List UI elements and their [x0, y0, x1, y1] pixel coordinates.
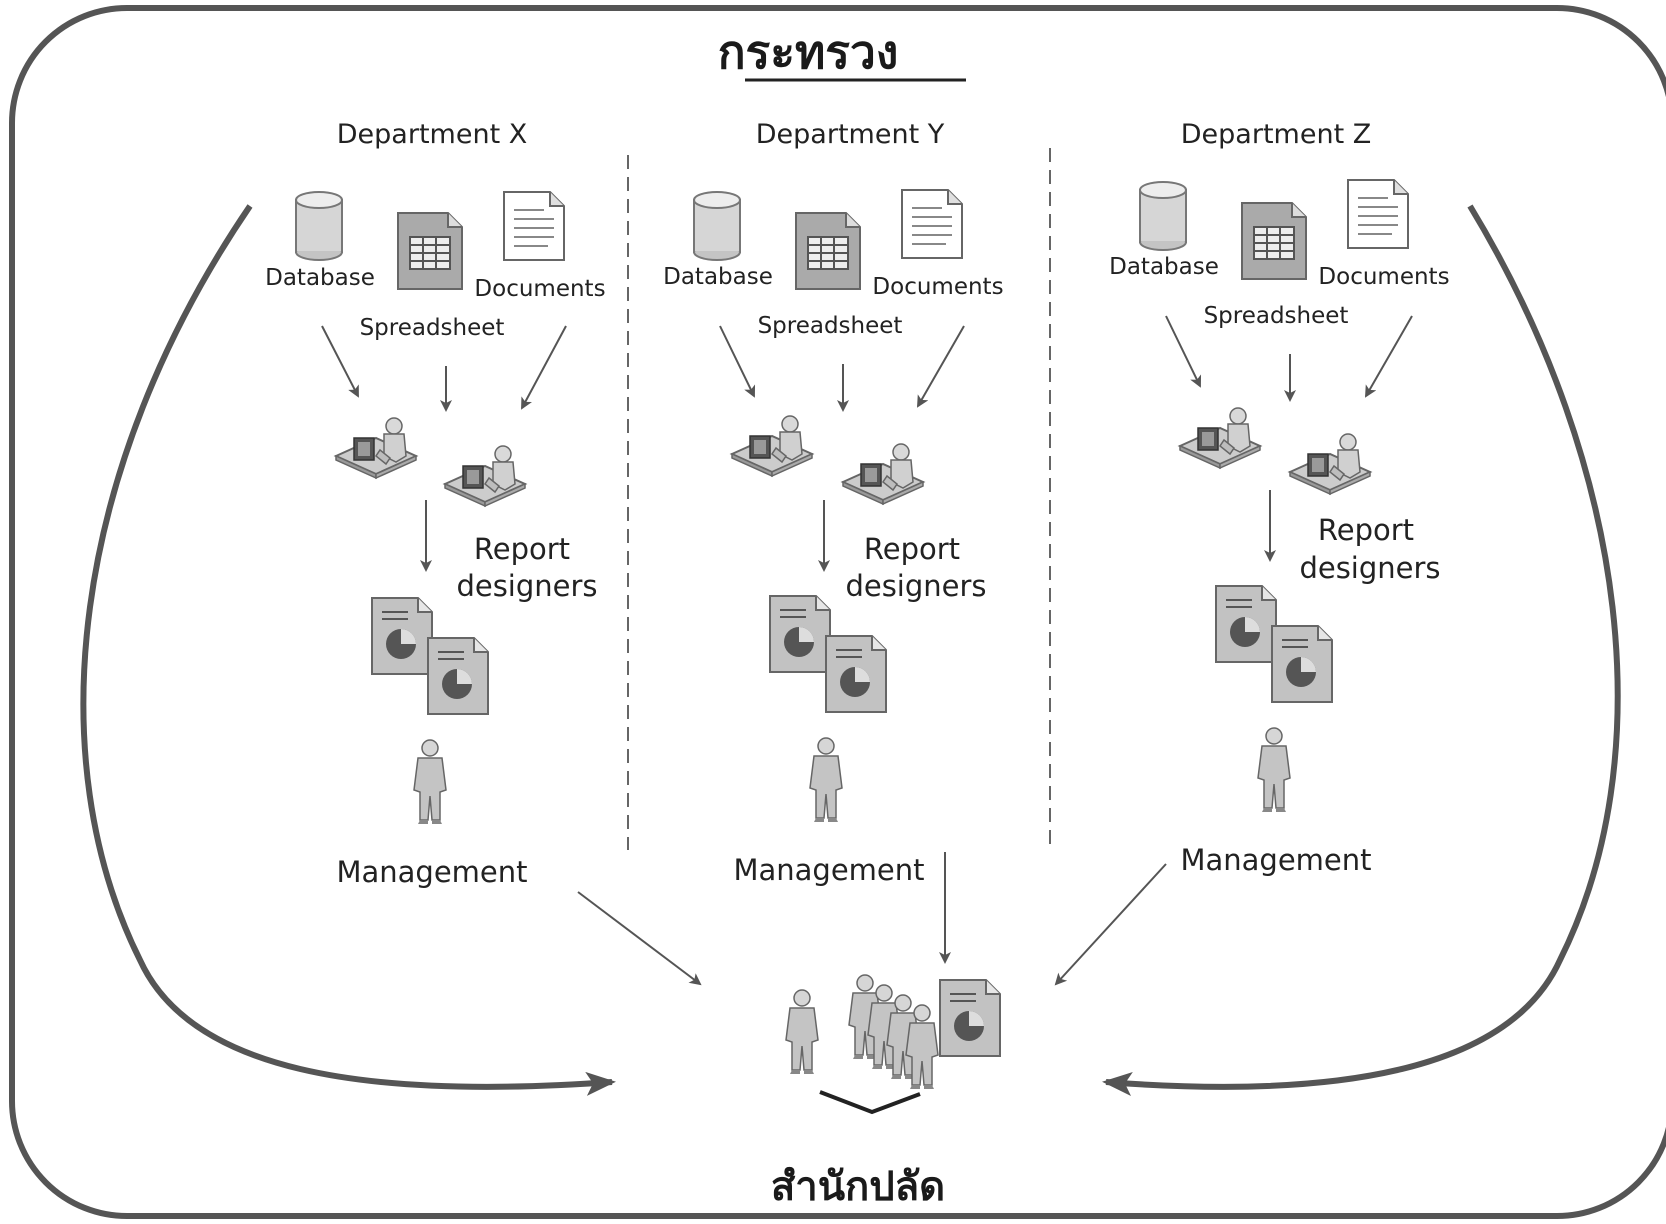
- arrow: [577, 891, 702, 986]
- documents-label: Documents: [1318, 264, 1449, 290]
- arrow: [917, 325, 965, 408]
- report-icon: [371, 597, 433, 675]
- arrow: [521, 325, 567, 410]
- documents-label: Documents: [872, 274, 1003, 300]
- department-title: Department Z: [1181, 119, 1371, 150]
- report-designers-label: Report: [1318, 513, 1414, 547]
- title: กระทรวง: [718, 25, 899, 79]
- workstation-user-icon: [842, 443, 924, 505]
- workstation-user-icon: [731, 415, 813, 477]
- spreadsheet-icon: [397, 212, 463, 290]
- footer-label: สำนักปลัด: [771, 1164, 945, 1210]
- report-designers-label: Report: [864, 532, 960, 566]
- spreadsheet-label: Spreadsheet: [360, 315, 505, 341]
- database-icon: [1139, 181, 1187, 251]
- report-designers-label: Report: [474, 532, 570, 566]
- person-icon: [809, 737, 843, 823]
- document-icon: [503, 191, 565, 261]
- arrow: [1165, 315, 1202, 388]
- report-icon: [1215, 585, 1277, 663]
- department-y: Department Y Database Spreadsheet Docume…: [663, 119, 1003, 887]
- group-bar: [819, 1090, 921, 1115]
- database-icon: [295, 191, 343, 261]
- management-label: Management: [1180, 843, 1371, 877]
- document-icon: [901, 189, 963, 259]
- spreadsheet-label: Spreadsheet: [1204, 303, 1349, 329]
- arrow: [321, 325, 359, 398]
- database-label: Database: [663, 264, 773, 290]
- report-icon: [427, 637, 489, 715]
- report-designers-label: designers: [456, 569, 597, 603]
- spreadsheet-label: Spreadsheet: [758, 313, 903, 339]
- database-icon: [693, 191, 741, 261]
- workstation-user-icon: [335, 417, 417, 479]
- department-z: Department Z Database Spreadsheet Docume…: [1109, 119, 1449, 877]
- workstation-user-icon: [444, 445, 526, 507]
- report-icon: [769, 595, 831, 673]
- executive-group: [785, 974, 1001, 1115]
- workstation-user-icon: [1289, 433, 1371, 495]
- report-designers-label: designers: [1299, 551, 1440, 585]
- workstation-user-icon: [1179, 407, 1261, 469]
- person-icon: [785, 989, 819, 1075]
- arrow: [1054, 863, 1167, 986]
- department-x: Department X Database Spreadsheet Docume…: [265, 119, 605, 889]
- department-title: Department X: [337, 119, 527, 150]
- database-label: Database: [1109, 254, 1219, 280]
- management-label: Management: [733, 853, 924, 887]
- document-icon: [1347, 179, 1409, 249]
- report-icon: [825, 635, 887, 713]
- database-label: Database: [265, 265, 375, 291]
- person-icon: [413, 739, 447, 825]
- documents-label: Documents: [474, 276, 605, 302]
- curved-arrow-right: [1102, 204, 1621, 1096]
- spreadsheet-icon: [1241, 202, 1307, 280]
- report-icon: [939, 979, 1001, 1057]
- person-icon: [1257, 727, 1291, 813]
- department-title: Department Y: [756, 119, 945, 150]
- arrow: [719, 325, 756, 398]
- report-designers-label: designers: [845, 569, 986, 603]
- spreadsheet-icon: [795, 212, 861, 290]
- arrow: [1365, 315, 1413, 398]
- management-label: Management: [336, 855, 527, 889]
- outer-frame: [9, 5, 1666, 1219]
- report-icon: [1271, 625, 1333, 703]
- curved-arrow-left: [80, 204, 616, 1096]
